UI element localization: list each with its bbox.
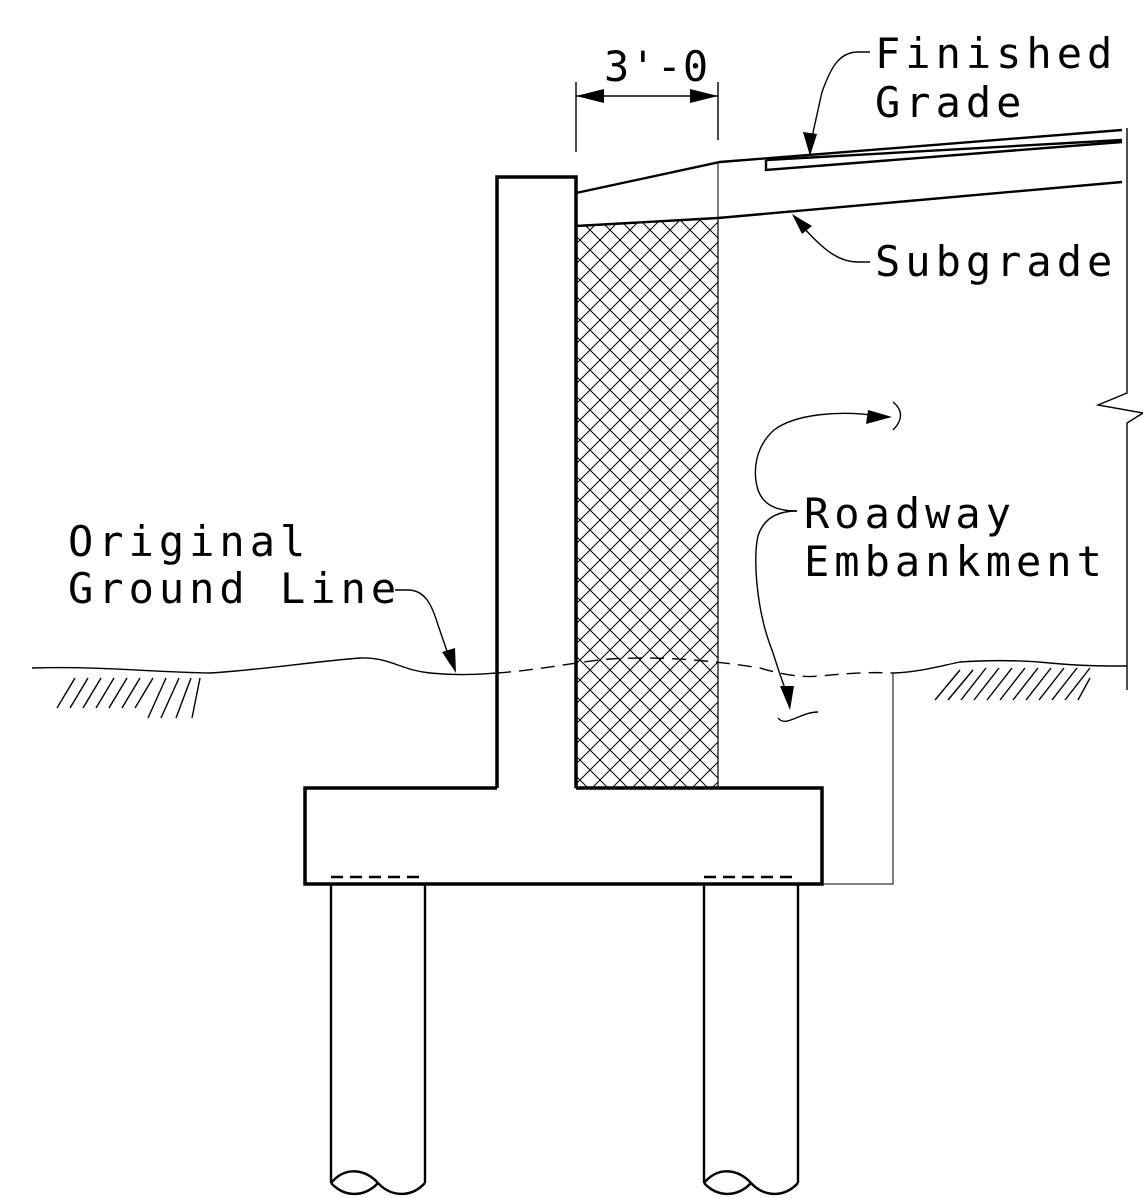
finished-grade-label-line1: Finished xyxy=(875,29,1117,78)
subgrade-callout: Subgrade xyxy=(792,214,1117,286)
wall-footing xyxy=(303,786,824,886)
wall-stem xyxy=(495,175,578,788)
finished-grade-callout: Finished Grade xyxy=(803,29,1117,156)
roadway-embankment-label-line2: Embankment xyxy=(804,537,1107,586)
excavation-line xyxy=(822,673,894,885)
dimension-3ft: 3'-0 xyxy=(575,42,719,152)
finished-grade-label-line2: Grade xyxy=(875,78,1026,127)
roadway-embankment-callout: Roadway Embankment xyxy=(754,401,1107,722)
ground-hatch-right xyxy=(934,667,1091,701)
roadway-embankment-label-line1: Roadway xyxy=(804,489,1016,538)
dimension-label: 3'-0 xyxy=(604,42,709,91)
original-ground-label-line2: Ground Line xyxy=(68,564,401,613)
break-line xyxy=(1095,128,1143,690)
original-ground-line-callout: Original Ground Line xyxy=(68,517,456,673)
original-ground-label-line1: Original xyxy=(68,517,310,566)
backfill-crosshatch-zone xyxy=(575,217,719,789)
original-ground-line xyxy=(31,657,1128,719)
pile-left xyxy=(329,875,427,1196)
pavement-section xyxy=(575,128,1123,228)
subgrade-label: Subgrade xyxy=(875,237,1117,286)
ground-hatch-left xyxy=(56,677,201,719)
pile-right xyxy=(702,875,800,1196)
